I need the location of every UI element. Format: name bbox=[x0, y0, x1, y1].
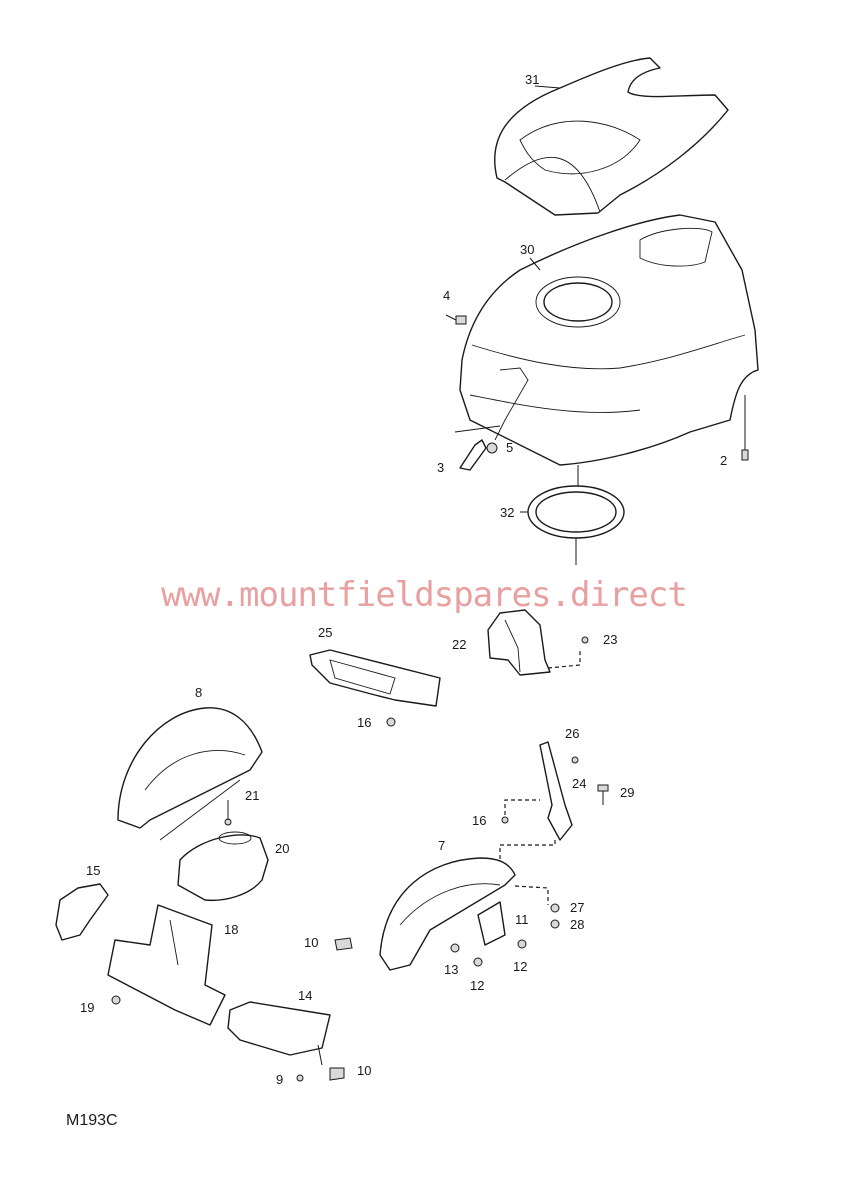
callout-14: 14 bbox=[298, 988, 312, 1003]
part-31-top-cover bbox=[494, 57, 729, 216]
callout-16a: 16 bbox=[357, 715, 371, 730]
callout-20: 20 bbox=[275, 841, 289, 856]
watermark-text: www.mountfieldspares.direct bbox=[161, 575, 688, 615]
part-25-panel bbox=[309, 649, 441, 727]
callout-32: 32 bbox=[500, 505, 514, 520]
part-15-bracket bbox=[55, 883, 109, 941]
diagram-reference-code: M193C bbox=[66, 1112, 118, 1129]
callout-12b: 12 bbox=[470, 978, 484, 993]
part-7-fender bbox=[334, 857, 560, 971]
hood-hardware bbox=[445, 314, 749, 471]
part-14-panel bbox=[227, 1001, 345, 1082]
callout-29: 29 bbox=[620, 785, 634, 800]
callout-8: 8 bbox=[195, 685, 202, 700]
callout-12a: 12 bbox=[513, 959, 527, 974]
callout-3: 3 bbox=[437, 460, 444, 475]
callout-4: 4 bbox=[443, 288, 450, 303]
part-20-housing bbox=[177, 831, 269, 902]
callout-5: 5 bbox=[506, 440, 513, 455]
part-22-bracket bbox=[487, 609, 589, 676]
part-18-plate bbox=[107, 904, 226, 1026]
part-32-ring bbox=[520, 485, 625, 565]
callout-13: 13 bbox=[444, 962, 458, 977]
callout-9: 9 bbox=[276, 1072, 283, 1087]
callout-15: 15 bbox=[86, 863, 100, 878]
callout-7: 7 bbox=[438, 838, 445, 853]
callout-labels: 31 30 4 5 3 2 32 25 22 23 16 8 21 20 26 … bbox=[80, 72, 727, 1087]
callout-25: 25 bbox=[318, 625, 332, 640]
callout-10b: 10 bbox=[357, 1063, 371, 1078]
callout-21: 21 bbox=[245, 788, 259, 803]
callout-27: 27 bbox=[570, 900, 584, 915]
callout-19: 19 bbox=[80, 1000, 94, 1015]
callout-23: 23 bbox=[603, 632, 617, 647]
callout-22: 22 bbox=[452, 637, 466, 652]
callout-30: 30 bbox=[520, 242, 534, 257]
part-30-hood bbox=[459, 214, 759, 490]
callout-26: 26 bbox=[565, 726, 579, 741]
callout-2: 2 bbox=[720, 453, 727, 468]
callout-28: 28 bbox=[570, 917, 584, 932]
callout-18: 18 bbox=[224, 922, 238, 937]
part-8-fender bbox=[117, 707, 263, 841]
callout-10a: 10 bbox=[304, 935, 318, 950]
callout-11: 11 bbox=[515, 912, 529, 927]
part-24-arm bbox=[499, 741, 609, 862]
callout-31: 31 bbox=[525, 72, 539, 87]
callout-24: 24 bbox=[572, 776, 586, 791]
callout-16b: 16 bbox=[472, 813, 486, 828]
